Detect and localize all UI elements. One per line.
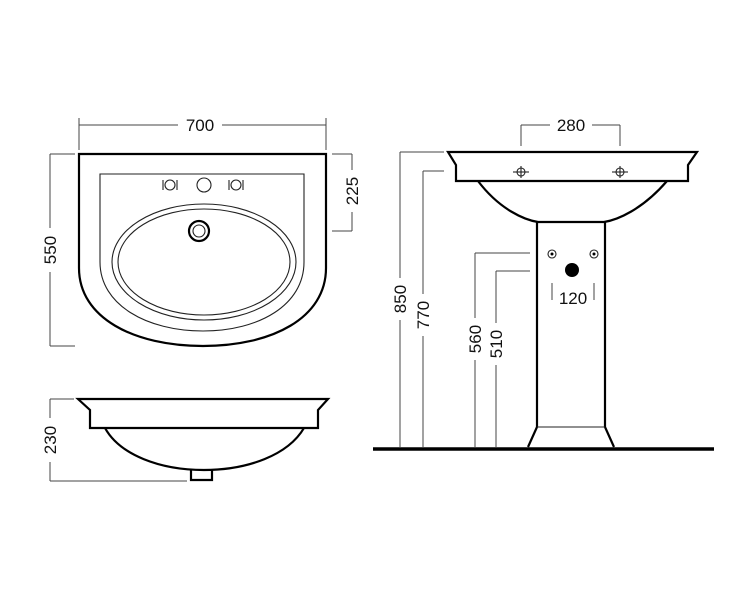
dim-side-height: 230 (41, 426, 60, 454)
pedestal-column (526, 222, 616, 448)
tap-hole-right (230, 179, 242, 191)
top-view-drain (187, 219, 211, 243)
side-view-bowl (104, 427, 305, 472)
top-view-bowl-inner (117, 208, 291, 316)
side-view-rim (75, 397, 331, 430)
fixing-hole-right-icon (589, 249, 599, 259)
waste-pipe-hole (565, 263, 579, 277)
tap-right-icon (612, 166, 628, 178)
top-view: 700 550 225 (41, 116, 362, 348)
top-view-drain-inner (192, 224, 206, 238)
front-view-rim (446, 150, 700, 183)
side-view: 230 (41, 397, 331, 482)
dim-pipe-height-lower: 510 (487, 330, 506, 358)
front-view: 280 120 850 770 560 510 (373, 116, 714, 451)
dim-top-width: 700 (186, 116, 214, 135)
dim-rim-height: 770 (414, 301, 433, 329)
side-view-drain (189, 469, 214, 482)
tap-left-icon (513, 166, 529, 178)
dim-tap-depth: 225 (343, 177, 362, 205)
dim-pipe-spacing: 120 (559, 289, 587, 308)
top-view-inner-rim (99, 173, 305, 332)
front-view-bowl (477, 180, 668, 224)
tap-hole-center (196, 177, 212, 193)
dim-total-height: 850 (391, 285, 410, 313)
dim-pipe-height-upper: 560 (466, 325, 485, 353)
tap-hole-left (164, 179, 176, 191)
top-view-bowl (111, 203, 297, 321)
dim-top-height: 550 (41, 236, 60, 264)
dim-pedestal-width: 280 (557, 116, 585, 135)
fixing-hole-left-icon (547, 249, 557, 259)
top-view-outer-outline (77, 152, 328, 348)
